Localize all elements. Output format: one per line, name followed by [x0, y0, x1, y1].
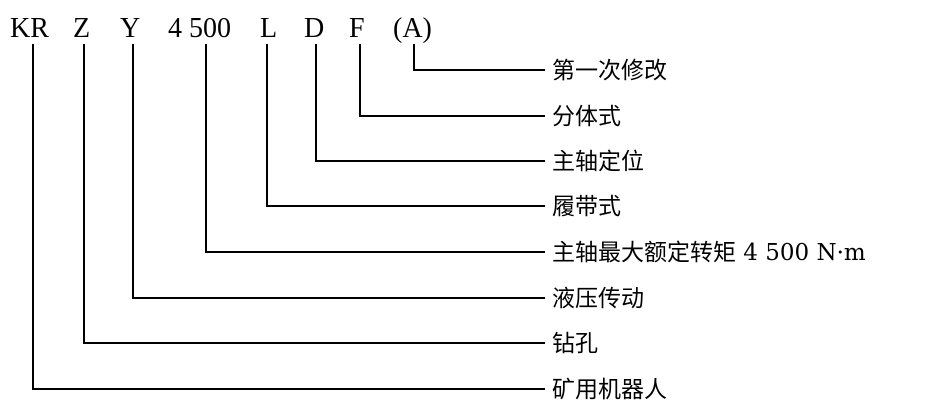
description-rated-torque: 主轴最大额定转矩 4 500 N·m: [552, 240, 866, 266]
leader-line-rated-torque: [205, 44, 545, 253]
leader-lines: [32, 44, 545, 390]
leader-line-split-type: [359, 44, 545, 117]
leader-line-spindle-positioning: [315, 44, 545, 162]
leader-line-revision: [413, 44, 545, 71]
description-mining-robot: 矿用机器人: [552, 377, 667, 403]
model-code: KR Z Y 4 500 L D F (A): [10, 13, 432, 44]
description-crawler-type: 履带式: [552, 194, 621, 220]
description-split-type: 分体式: [552, 104, 621, 130]
code-descriptions: 第一次修改 分体式 主轴定位 履带式 主轴最大额定转矩 4 500 N·m 液压…: [552, 58, 866, 403]
code-segment-4500: 4 500: [168, 13, 231, 44]
leader-line-mining-robot: [32, 44, 545, 390]
code-segment-revision: (A): [393, 13, 432, 44]
leader-line-crawler-type: [266, 44, 545, 207]
code-segment-y: Y: [120, 13, 140, 44]
code-segment-kr: KR: [10, 13, 49, 44]
leader-line-drilling: [83, 44, 545, 344]
code-segment-z: Z: [73, 13, 90, 44]
code-segment-l: L: [260, 13, 277, 44]
code-segment-d: D: [304, 13, 324, 44]
code-segment-f: F: [349, 13, 365, 44]
description-hydraulic-drive: 液压传动: [552, 286, 644, 312]
leader-line-hydraulic-drive: [132, 44, 545, 299]
description-first-revision: 第一次修改: [552, 58, 667, 84]
description-drilling: 钻孔: [552, 331, 598, 357]
description-spindle-positioning: 主轴定位: [552, 149, 644, 175]
